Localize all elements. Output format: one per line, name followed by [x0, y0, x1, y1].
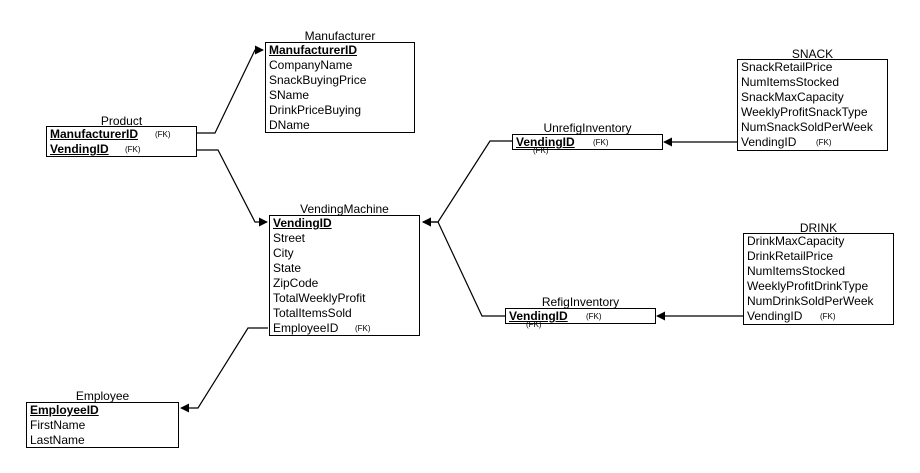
- employee-field-employeeid: EmployeeID: [27, 403, 178, 418]
- connector-product-vendingmachine: [197, 149, 268, 227]
- product-field-vendingid: VendingID (FK): [47, 142, 196, 157]
- field-label: NumSnackSoldPerWeek: [741, 120, 873, 134]
- fk-tag-secondary: (FK): [526, 320, 542, 329]
- field-label: VendingID: [741, 135, 797, 149]
- vendingmachine-field-employeeid: EmployeeID (FK): [270, 321, 419, 336]
- field-label: State: [273, 261, 302, 275]
- vendingmachine-field-city: City: [270, 246, 419, 261]
- field-label: Street: [273, 231, 306, 245]
- connector-refig-vendingmachine: [422, 217, 506, 317]
- drink-field-numdrinksoldperweek: NumDrinkSoldPerWeek: [744, 294, 893, 309]
- vendingmachine-field-totalweeklyprofit: TotalWeeklyProfit: [270, 291, 419, 306]
- field-label: NumDrinkSoldPerWeek: [747, 294, 874, 308]
- drink-field-drinkretailprice: DrinkRetailPrice: [744, 249, 893, 264]
- vendingmachine-field-vendingid: VendingID: [270, 216, 419, 231]
- field-label: SName: [269, 88, 310, 102]
- field-label: NumItemsStocked: [741, 75, 840, 89]
- snack-field-numsnacksoldperweek: NumSnackSoldPerWeek: [738, 120, 887, 135]
- refiginventory-title: RefigInventory: [541, 295, 620, 309]
- vendingmachine-field-street: Street: [270, 231, 419, 246]
- field-label: ManufacturerID: [50, 127, 139, 141]
- manufacturer-field-drinkpricebuying: DrinkPriceBuying: [266, 103, 414, 118]
- product-entity[interactable]: ManufacturerID (FK) VendingID (FK): [46, 126, 197, 157]
- drink-field-weeklyprofitdrinktype: WeeklyProfitDrinkType: [744, 279, 893, 294]
- field-label: SnackRetailPrice: [741, 60, 833, 74]
- fk-tag-secondary: (FK): [533, 146, 549, 155]
- fk-tag: (FK): [155, 130, 171, 139]
- unrefiginventory-field-vendingid: VendingID(FK)(FK): [513, 135, 662, 155]
- unrefiginventory-title: UnrefigInventory: [543, 121, 632, 135]
- refiginventory-entity[interactable]: VendingID(FK)(FK): [505, 308, 656, 329]
- vendingmachine-title: VendingMachine: [300, 202, 389, 216]
- manufacturer-field-manufacturerid: ManufacturerID: [266, 43, 414, 58]
- field-label: DrinkMaxCapacity: [747, 234, 845, 248]
- field-label: TotalItemsSold: [273, 306, 352, 320]
- field-label: ZipCode: [273, 276, 319, 290]
- field-label: SnackBuyingPrice: [269, 73, 367, 87]
- field-label: TotalWeeklyProfit: [273, 291, 366, 305]
- field-label: EmployeeID: [30, 403, 99, 417]
- connector-unrefig-vendingmachine: [422, 140, 514, 227]
- snack-field-snackretailprice: SnackRetailPrice: [738, 60, 887, 75]
- fk-tag: (FK): [820, 312, 836, 321]
- field-label: DrinkPriceBuying: [269, 103, 362, 117]
- fk-tag: (FK): [593, 138, 609, 147]
- field-label: DName: [269, 118, 310, 132]
- manufacturer-field-sname: SName: [266, 88, 414, 103]
- fk-tag: (FK): [586, 312, 602, 321]
- snack-title: SNACK: [791, 47, 834, 61]
- refiginventory-field-vendingid: VendingID(FK)(FK): [506, 309, 655, 329]
- employee-field-firstname: FirstName: [27, 418, 178, 433]
- vendingmachine-field-zipcode: ZipCode: [270, 276, 419, 291]
- drink-field-drinkmaxcapacity: DrinkMaxCapacity: [744, 234, 893, 249]
- vendingmachine-field-totalitemssold: TotalItemsSold: [270, 306, 419, 321]
- field-label: VendingID: [509, 309, 568, 323]
- drink-title: DRINK: [799, 221, 838, 235]
- employee-title: Employee: [75, 389, 130, 403]
- snack-field-vendingid: VendingID (FK): [738, 135, 887, 150]
- connector-product-manufacturer: [197, 45, 264, 134]
- field-label: CompanyName: [269, 58, 353, 72]
- product-field-manufacturerid: ManufacturerID (FK): [47, 127, 196, 142]
- field-label: VendingID: [50, 142, 109, 156]
- snack-field-snackmaxcapacity: SnackMaxCapacity: [738, 90, 887, 105]
- employee-field-lastname: LastName: [27, 433, 178, 448]
- manufacturer-field-companyname: CompanyName: [266, 58, 414, 73]
- field-label: VendingID: [516, 135, 575, 149]
- connector-vendingmachine-employee: [180, 327, 268, 413]
- field-label: City: [273, 246, 294, 260]
- unrefiginventory-entity[interactable]: VendingID(FK)(FK): [512, 134, 663, 155]
- field-label: EmployeeID: [273, 321, 339, 335]
- fk-tag: (FK): [355, 324, 371, 333]
- snack-field-weeklyprofitsnacktype: WeeklyProfitSnackType: [738, 105, 887, 120]
- field-label: WeeklyProfitDrinkType: [747, 279, 869, 293]
- drink-field-numitemsstocked: NumItemsStocked: [744, 264, 893, 279]
- field-label: DrinkRetailPrice: [747, 249, 834, 263]
- snack-field-numitemsstocked: NumItemsStocked: [738, 75, 887, 90]
- manufacturer-field-dname: DName: [266, 118, 414, 133]
- manufacturer-field-snackbuyingprice: SnackBuyingPrice: [266, 73, 414, 88]
- field-label: FirstName: [30, 418, 86, 432]
- manufacturer-title: Manufacturer: [304, 29, 376, 43]
- field-label: VendingID: [747, 309, 803, 323]
- field-label: SnackMaxCapacity: [741, 90, 844, 104]
- field-label: NumItemsStocked: [747, 264, 846, 278]
- field-label: WeeklyProfitSnackType: [741, 105, 868, 119]
- product-title: Product: [100, 114, 143, 128]
- vendingmachine-field-state: State: [270, 261, 419, 276]
- drink-field-vendingid: VendingID (FK): [744, 309, 893, 324]
- field-label: LastName: [30, 433, 85, 447]
- fk-tag: (FK): [125, 145, 141, 154]
- field-label: VendingID: [273, 216, 332, 230]
- fk-tag: (FK): [816, 138, 832, 147]
- field-label: ManufacturerID: [269, 43, 358, 57]
